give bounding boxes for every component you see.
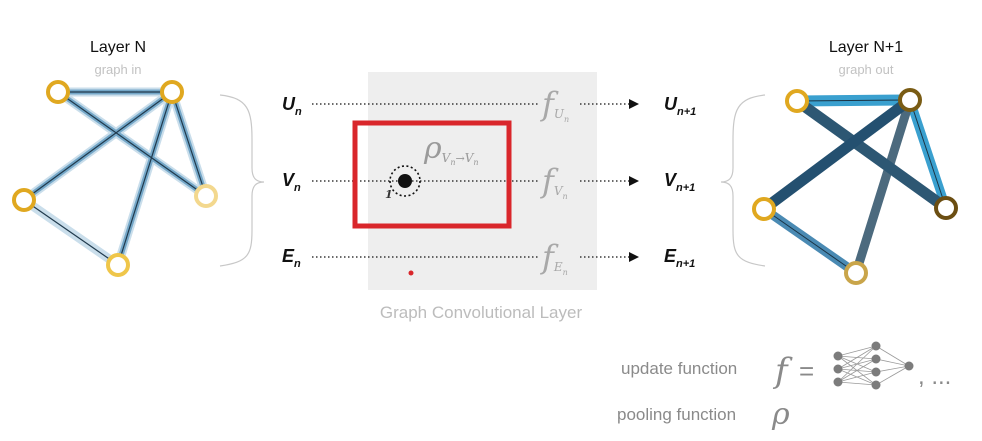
equals-sign: = (799, 356, 814, 386)
update-function-symbol: f (772, 351, 793, 391)
graph-node (194, 184, 218, 208)
neural-network-icon (833, 341, 914, 390)
input-u-label: Un (282, 94, 302, 118)
graph-node (12, 188, 36, 212)
input-e-label: En (282, 246, 301, 270)
output-e-label: En+1 (664, 246, 695, 270)
right-brace (720, 94, 766, 267)
graph-node (106, 253, 130, 277)
output-v-label: Vn+1 (664, 170, 695, 194)
left-brace (219, 94, 265, 267)
graph-node (46, 80, 70, 104)
pooled-node-label: 1 (385, 188, 393, 201)
small-red-dot (408, 270, 414, 276)
graph-node (160, 80, 184, 104)
right-graph-title: Layer N+1 (829, 39, 903, 56)
pooled-node (398, 174, 412, 188)
highlight-box (352, 120, 512, 229)
pooling-function-symbol: ρ (771, 397, 790, 432)
layer-label: Graph Convolutional Layer (380, 303, 583, 322)
graph-node (785, 89, 809, 113)
graph-node (844, 261, 868, 285)
right-graph-subtitle: graph out (839, 62, 894, 77)
ellipsis: , ... (918, 363, 951, 390)
left-graph-title: Layer N (90, 39, 146, 56)
graph-node (752, 197, 776, 221)
left-graph (12, 80, 218, 277)
pooling-label: ρVn→Vn (423, 131, 479, 167)
update-function-label: update function (621, 359, 737, 378)
pooling-function-label: pooling function (617, 405, 736, 424)
pooled-node-ring (389, 165, 421, 197)
left-graph-subtitle: graph in (95, 62, 142, 77)
output-u-label: Un+1 (664, 94, 696, 118)
input-v-label: Vn (282, 170, 301, 194)
graph-node (898, 88, 922, 112)
right-graph (752, 88, 958, 285)
graph-node (934, 196, 958, 220)
